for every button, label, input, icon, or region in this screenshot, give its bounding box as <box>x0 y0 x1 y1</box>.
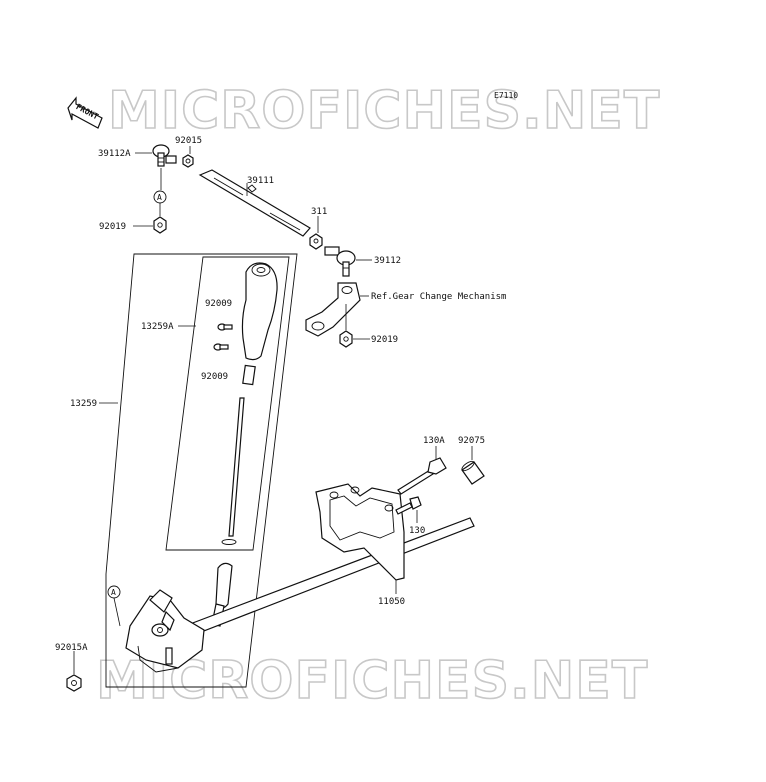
pivot-bracket-part <box>125 589 205 673</box>
label-39112: 39112 <box>374 256 401 266</box>
shift-rod-part <box>228 397 245 537</box>
tie-rod-end-39112-part <box>324 246 356 277</box>
nut-311-part <box>309 233 323 250</box>
shift-knob-part <box>241 262 278 361</box>
ref-marker-top-letter: A <box>157 193 162 202</box>
bolt-130-part <box>395 496 422 515</box>
tie-rod-39111-part <box>198 169 311 237</box>
label-92009-upper: 92009 <box>205 299 232 309</box>
label-311: 311 <box>311 207 327 217</box>
label-13259A: 13259A <box>141 322 174 332</box>
label-92009-lower: 92009 <box>201 372 228 382</box>
label-11050: 11050 <box>378 597 405 607</box>
label-39112A: 39112A <box>98 149 131 159</box>
label-92015-top: 92015 <box>175 136 202 146</box>
ref-marker-lower-letter: A <box>111 588 116 597</box>
sleeve-part <box>242 364 256 386</box>
nut-92015A-part <box>66 674 82 692</box>
collar-92075-part <box>461 460 485 485</box>
label-39111: 39111 <box>247 176 274 186</box>
diagram-code: E7110 <box>494 91 518 100</box>
assembly-13259A-frame <box>165 256 290 551</box>
front-arrow-icon: FRONT <box>67 96 103 129</box>
watermark-top: MICROFICHES.NET <box>108 81 660 141</box>
label-92019-right: 92019 <box>371 335 398 345</box>
o-ring-part <box>221 539 237 545</box>
screw-92009-lower-part <box>213 343 229 351</box>
nut-92015-part <box>182 154 194 168</box>
label-92015A: 92015A <box>55 643 88 653</box>
label-92075: 92075 <box>458 436 485 446</box>
bolt-130A-part <box>397 457 447 495</box>
nut-92019-top-part <box>153 216 167 234</box>
tie-rod-end-39112A-part <box>152 144 177 167</box>
bracket-plate-11050-part <box>315 483 405 581</box>
ref-note-gear-change: Ref.Gear Change Mechanism <box>371 292 506 302</box>
screw-92009-upper-part <box>217 323 233 331</box>
nut-92019-right-part <box>339 330 353 348</box>
assembly-13259-frame <box>105 253 298 688</box>
label-130: 130 <box>409 526 425 536</box>
label-130A: 130A <box>423 436 445 446</box>
label-13259: 13259 <box>70 399 97 409</box>
gear-change-lever-arm-part <box>305 282 361 337</box>
label-92019-top: 92019 <box>99 222 126 232</box>
